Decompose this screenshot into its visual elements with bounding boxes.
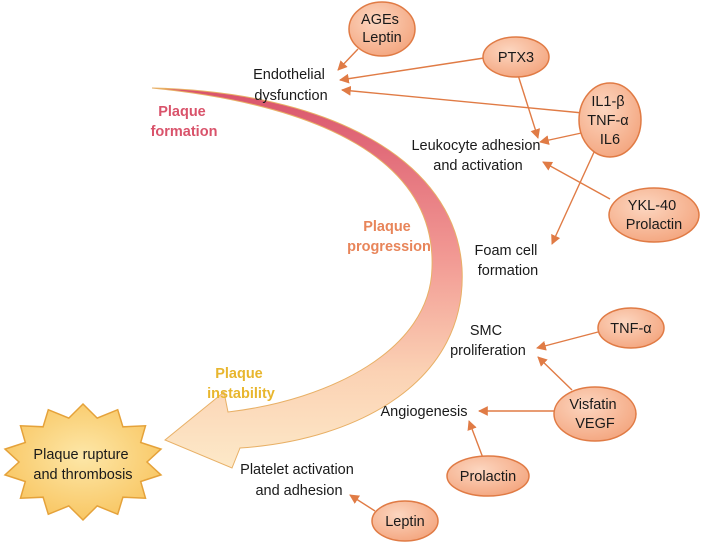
factor-leptin-label: Leptin xyxy=(385,514,425,530)
stage-instability-line-2: instability xyxy=(207,386,275,402)
factor-visfatin-line-1: Visfatin xyxy=(569,397,616,413)
factor-il-line-2: TNF-α xyxy=(587,113,628,129)
factor-leptin: Leptin xyxy=(371,500,439,542)
arrow-ykl-to-leukocyte xyxy=(542,161,611,200)
factor-tnf-oval xyxy=(597,307,665,349)
factor-ykl-oval xyxy=(608,187,700,243)
factor-prolactin-oval xyxy=(446,455,530,497)
factor-ykl40-prolactin: YKL-40 Prolactin xyxy=(608,187,700,243)
event-platelet-line-1: Platelet activation xyxy=(240,462,354,478)
arrow-ages-to-endothelial xyxy=(337,48,359,71)
factor-ptx3: PTX3 xyxy=(482,36,550,78)
plaque-progression-curve xyxy=(151,87,463,469)
factor-il-line-1: IL1-β xyxy=(591,94,624,110)
arrow-visfatin-to-smc xyxy=(537,356,573,391)
arrow-il-to-leukocyte xyxy=(539,131,587,145)
stage-formation-label: Plaque formation xyxy=(151,104,218,140)
event-angio-line-1: Angiogenesis xyxy=(380,404,467,420)
event-angiogenesis: Angiogenesis xyxy=(380,404,467,420)
factor-visfatin-label: Visfatin VEGF xyxy=(569,397,620,432)
factor-ykl-line-1: YKL-40 xyxy=(628,198,676,214)
stage-instability-label: Plaque instability xyxy=(207,366,275,402)
arrow-group xyxy=(337,48,611,512)
event-endothelial-dysfunction: Endothelial dysfunction xyxy=(253,67,329,104)
event-smc-proliferation: SMC proliferation xyxy=(450,323,526,359)
factor-tnf-alpha: TNF-α xyxy=(597,307,665,349)
stage-instability-line-1: Plaque xyxy=(215,366,263,382)
factor-visfatin-oval xyxy=(553,386,637,442)
arrow-leptin-to-platelet xyxy=(349,494,376,512)
event-foam-line-1: Foam cell xyxy=(475,243,538,259)
factor-ptx3-line-1: PTX3 xyxy=(498,50,534,66)
factor-il-oval xyxy=(578,82,642,158)
arrow-ptx3-to-leukocyte xyxy=(517,74,541,139)
stage-progression-line-2: progression xyxy=(347,239,431,255)
factor-il-line-3: IL6 xyxy=(600,132,620,148)
stage-formation-line-2: formation xyxy=(151,124,218,140)
event-endothelial-line-1: Endothelial xyxy=(253,67,325,83)
factor-ages-leptin: AGEs Leptin xyxy=(348,1,416,57)
factor-ages-oval xyxy=(348,1,416,57)
factor-ages-label: AGEs Leptin xyxy=(361,12,403,46)
event-leukocyte-adhesion: Leukocyte adhesion and activation xyxy=(411,138,544,174)
outcome-label: Plaque rupture and thrombosis xyxy=(33,447,132,483)
factor-visfatin-vegf: Visfatin VEGF xyxy=(553,386,637,442)
factor-tnf-label: TNF-α xyxy=(610,321,651,337)
arrow-il-to-endothelial xyxy=(341,85,584,114)
factor-ykl-label: YKL-40 Prolactin xyxy=(626,198,682,233)
factor-prolactin-label: Prolactin xyxy=(460,469,516,485)
stage-formation-line-1: Plaque xyxy=(158,104,206,120)
factor-il-label: IL1-β TNF-α IL6 xyxy=(587,94,632,148)
event-foam-cell-formation: Foam cell formation xyxy=(475,243,542,279)
factor-ptx3-label: PTX3 xyxy=(498,50,534,66)
arrow-prolactin-to-angio xyxy=(467,420,484,459)
event-foam-line-2: formation xyxy=(478,263,538,279)
factor-ages-line-2: Leptin xyxy=(362,30,402,46)
event-platelet-line-2: and adhesion xyxy=(255,483,342,499)
event-endothelial-line-2: dysfunction xyxy=(254,88,327,104)
arrow-tnf-to-smc xyxy=(536,331,599,351)
outcome-line-2: and thrombosis xyxy=(33,467,132,483)
factor-visfatin-line-2: VEGF xyxy=(575,416,615,432)
factor-ptx3-oval xyxy=(482,36,550,78)
arrow-ptx3-to-endothelial xyxy=(339,57,485,84)
outcome-line-1: Plaque rupture xyxy=(33,447,128,463)
factor-ages-line-1: AGEs xyxy=(361,12,399,28)
event-leukocyte-line-2: and activation xyxy=(433,158,522,174)
event-smc-line-2: proliferation xyxy=(450,343,526,359)
factor-prolactin: Prolactin xyxy=(446,455,530,497)
event-leukocyte-line-1: Leukocyte adhesion xyxy=(411,138,540,154)
event-smc-line-1: SMC xyxy=(470,323,502,339)
factor-leptin-line-1: Leptin xyxy=(385,514,425,530)
factor-il1b-tnfa-il6: IL1-β TNF-α IL6 xyxy=(578,82,642,158)
factor-tnf-line-1: TNF-α xyxy=(610,321,651,337)
arrow-il-to-foam xyxy=(551,149,596,245)
event-platelet-activation: Platelet activation and adhesion xyxy=(240,462,358,499)
plaque-rupture-burst xyxy=(3,402,163,522)
stage-progression-line-1: Plaque xyxy=(363,219,411,235)
stage-progression-label: Plaque progression xyxy=(347,219,431,255)
factor-leptin-oval xyxy=(371,500,439,542)
factor-prolactin-line-1: Prolactin xyxy=(460,469,516,485)
factor-ykl-line-2: Prolactin xyxy=(626,217,682,233)
